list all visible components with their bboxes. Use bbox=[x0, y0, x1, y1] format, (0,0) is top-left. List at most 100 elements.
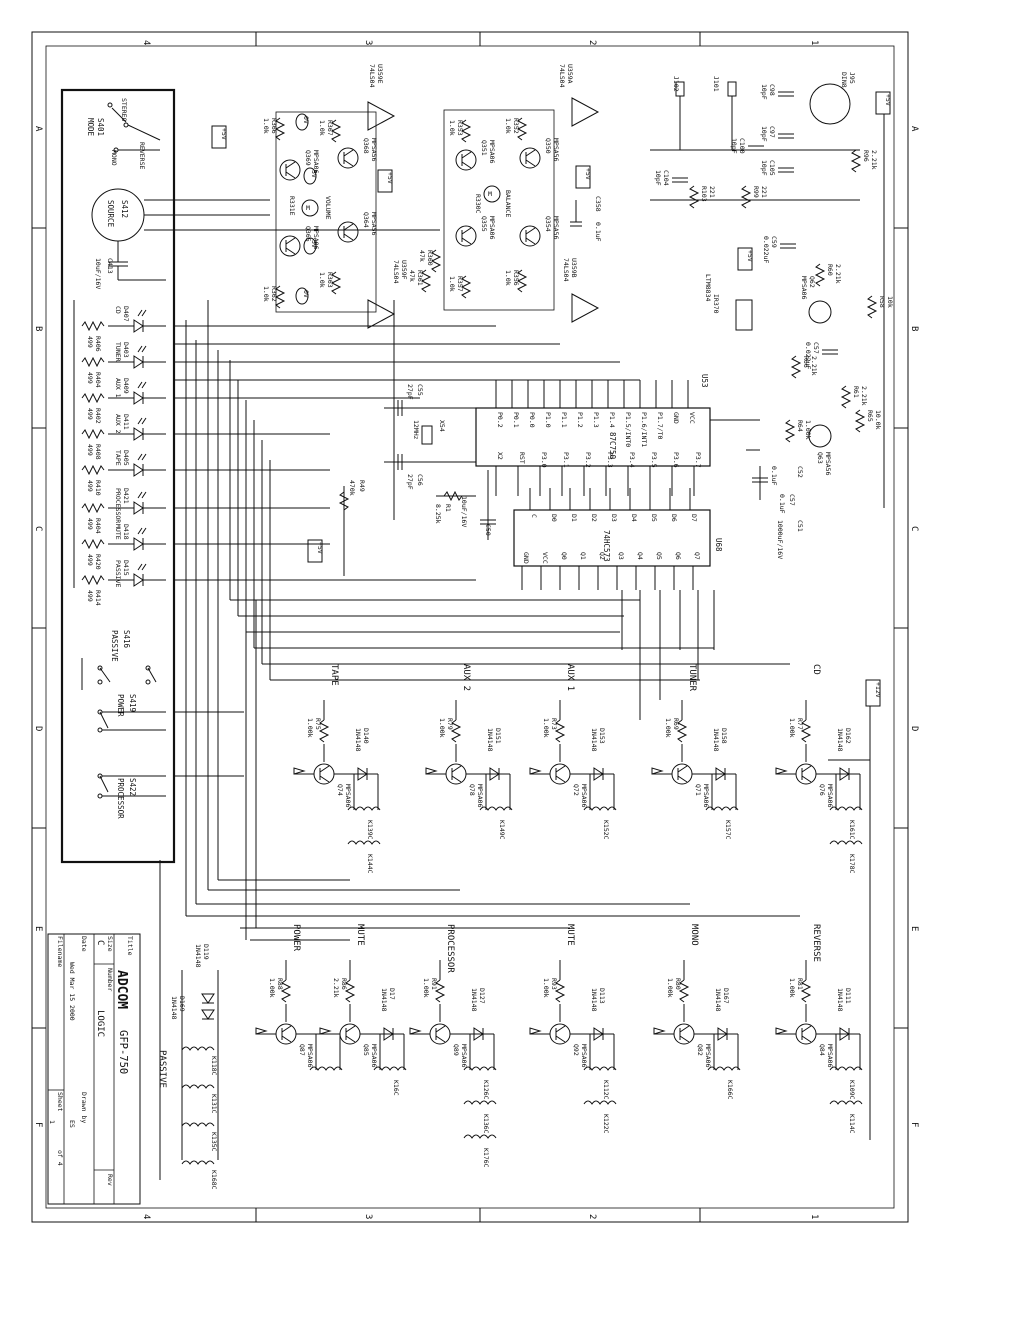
switch-s416: S416 PASSIVE bbox=[81, 630, 157, 690]
passive-diode-1-body bbox=[201, 993, 215, 1004]
bal-resistor-value: 1.0k bbox=[448, 276, 456, 292]
top-relay-r-value: 1.00k bbox=[542, 718, 550, 738]
filename-label: Filename bbox=[56, 936, 64, 967]
vol-resistor-value: 1.0k bbox=[262, 286, 270, 302]
bottom-relay-k-ref: K166C bbox=[726, 1080, 734, 1100]
led-resistor-value: 499 bbox=[86, 408, 94, 420]
volume-motor-driver: U359E 74LS04 U359F 74LS04 M R331E VOLUME… bbox=[262, 64, 442, 329]
bottom-relay-diode bbox=[839, 1027, 850, 1041]
sheet-value: 1 bbox=[48, 1120, 56, 1124]
led-name: PROCESSOR bbox=[114, 488, 122, 523]
bal-resistor-1 bbox=[516, 117, 528, 141]
bal-resistor-value: 1.0k bbox=[504, 118, 512, 134]
led-resistor-ref: R404 bbox=[94, 518, 102, 534]
bottom-relay-q-type: MPSA06 bbox=[580, 1044, 588, 1068]
r1-value: 8.25k bbox=[434, 504, 442, 524]
top-relay-transistor-body bbox=[445, 763, 467, 785]
bal-transistor-2-body bbox=[455, 225, 477, 247]
vol-resistor-value: 1.0k bbox=[262, 118, 270, 134]
latch-pin-top-label: D7 bbox=[690, 514, 698, 522]
bottom-relay-diode-body bbox=[839, 1027, 850, 1041]
led-resistor bbox=[81, 574, 105, 586]
ir-resistor-ref: R99 bbox=[752, 186, 760, 198]
bottom-relay-r-ref: R91 bbox=[430, 978, 438, 990]
bottom-relay-r-value: 1.00k bbox=[666, 978, 674, 998]
s419-ref: S419 bbox=[128, 694, 137, 712]
wiring-bus bbox=[159, 199, 871, 1180]
c57b-ref: C57 bbox=[788, 494, 796, 506]
j95-ref: J95 bbox=[848, 72, 856, 84]
ir-resistor-ref: R64 bbox=[796, 420, 804, 432]
top-relay-section-name: AUX 2 bbox=[461, 664, 471, 691]
led-ref: D415 bbox=[122, 560, 130, 576]
x54-value: 12MHz bbox=[412, 420, 420, 440]
vol-transistor-0-body bbox=[279, 159, 301, 181]
latch-pin-top-label: D5 bbox=[650, 514, 658, 522]
led-resistor-value: 499 bbox=[86, 444, 94, 456]
top-relay-q-ref: Q71 bbox=[694, 784, 702, 796]
top-relay-r-value: 1.00k bbox=[438, 718, 446, 738]
bal-resistor-3 bbox=[516, 269, 528, 293]
bottom-relay-transistor-emitter bbox=[435, 1035, 446, 1043]
bottom-relay-relay-coil bbox=[309, 1066, 343, 1071]
mode-mono-label: MONO bbox=[110, 150, 118, 166]
top-relay-r-ref: R73 bbox=[550, 718, 558, 730]
bal-transistor-ref: Q354 bbox=[544, 216, 552, 232]
latch-pin-top-label: D0 bbox=[550, 514, 558, 522]
bottom-relay-k-ref: K109C bbox=[848, 1080, 856, 1100]
zone-top-1: 1 bbox=[809, 40, 819, 45]
vol-transistor-2-emitter bbox=[285, 247, 296, 255]
bottom-relay-diode-body bbox=[383, 1027, 394, 1041]
bottom-relay-transistor-collector bbox=[281, 1025, 292, 1033]
top-relay-section-name: TUNER bbox=[687, 664, 697, 692]
bottom-relay-transistor-body bbox=[673, 1023, 695, 1045]
top-relay-transistor-emitter bbox=[451, 775, 462, 783]
bottom-relay-ground bbox=[255, 1027, 268, 1035]
micro-pin-top-label: VCC bbox=[688, 412, 696, 424]
u53-type: 87C750 bbox=[608, 432, 617, 460]
s422-ref: S422 bbox=[128, 778, 137, 796]
top-relay-base-resistor bbox=[318, 719, 330, 743]
bottom-relay-transistor bbox=[275, 1023, 297, 1045]
bottom-relay-diode bbox=[717, 1027, 728, 1041]
bal-transistor-3-emitter bbox=[525, 237, 536, 245]
passive-k-ref: K168C bbox=[210, 1170, 218, 1190]
vol-resistor-ref: R360 bbox=[426, 250, 434, 266]
vol-resistor-ref: R362 bbox=[270, 286, 278, 302]
vol-motor-m: M bbox=[306, 204, 310, 212]
top-relay-transistor-body bbox=[313, 763, 335, 785]
led-resistor bbox=[81, 428, 105, 440]
ir-resistor-value: 2.21k bbox=[834, 264, 842, 284]
bottom-relay-relay-coil bbox=[463, 1066, 497, 1071]
top-relay-diode bbox=[357, 767, 368, 781]
bottom-relay-d-ref: D111 bbox=[844, 988, 852, 1004]
title-value: GFP-750 bbox=[117, 1030, 129, 1074]
bottom-relay-q-type: MPSA06 bbox=[306, 1044, 314, 1068]
zone-right-B: B bbox=[909, 326, 919, 331]
bottom-relay-transistor bbox=[429, 1023, 451, 1045]
latch-pin-top-label: D1 bbox=[570, 514, 578, 522]
led-emission bbox=[137, 417, 147, 425]
bal-transistor-0-collector bbox=[461, 151, 472, 159]
top-relay-relay-coil bbox=[347, 806, 381, 811]
s419-name: POWER bbox=[116, 694, 125, 717]
latch-pin-bottom-label: Q5 bbox=[655, 552, 663, 560]
top-relay-d-ref: D140 bbox=[362, 728, 370, 744]
bal-motor-ref: R330C bbox=[474, 194, 482, 214]
ir-cap-ref: C97 bbox=[768, 126, 776, 138]
c358-value: 0.1uF bbox=[594, 222, 602, 242]
bal-transistor-3-collector bbox=[525, 227, 536, 235]
bal-transistor-type: MPSA56 bbox=[552, 216, 560, 240]
vol-resistor-value: 1.0k bbox=[318, 272, 326, 288]
mode-switch-name: MODE bbox=[86, 118, 95, 137]
vol-resistor-1 bbox=[330, 119, 342, 143]
top-relay-r-ref: R79 bbox=[446, 718, 454, 730]
led-ref: D407 bbox=[122, 306, 130, 322]
led-name: TUNER bbox=[114, 342, 122, 362]
bottom-relay-transistor-emitter bbox=[345, 1035, 356, 1043]
vol-transistor-3-emitter bbox=[343, 233, 354, 241]
